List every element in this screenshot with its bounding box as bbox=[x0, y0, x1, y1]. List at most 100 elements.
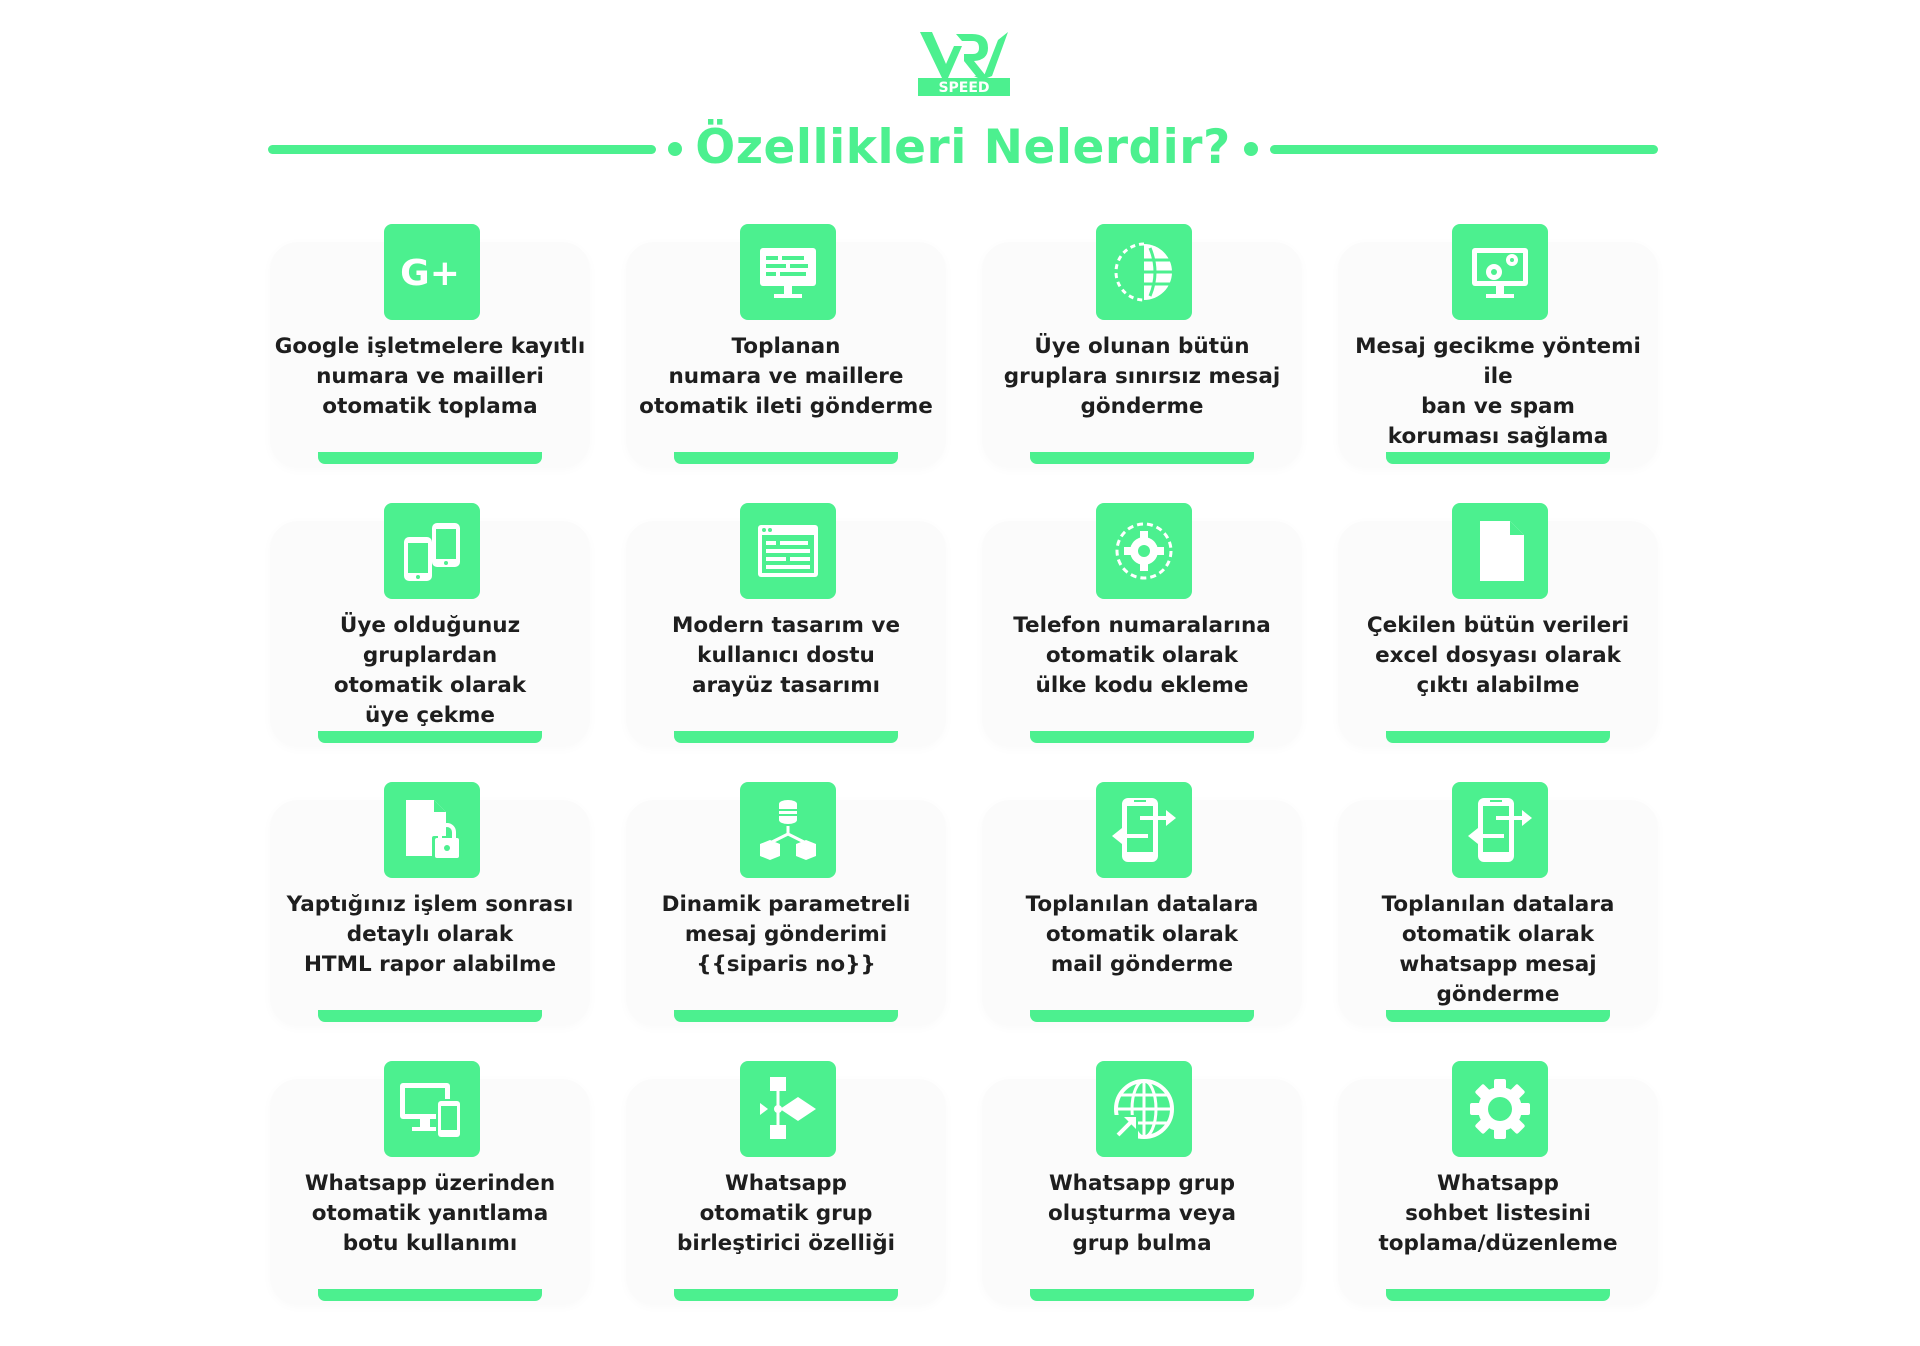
card-accent-bar bbox=[674, 731, 898, 743]
feature-line: gönderme bbox=[1080, 394, 1204, 419]
feature-line: üye çekme bbox=[365, 703, 495, 728]
logo-text: SPEED bbox=[938, 80, 989, 96]
feature-text: Toplanan numara ve maillere otomatik ile… bbox=[626, 332, 946, 422]
feature-line: Mesaj gecikme yöntemi ile bbox=[1355, 334, 1641, 389]
feature-line: birleştirici özelliği bbox=[676, 1231, 896, 1256]
feature-line: oluşturma veya bbox=[1048, 1201, 1236, 1226]
feature-line: Modern tasarım ve bbox=[671, 613, 901, 638]
feature-card: Toplanılan datalara otomatik olarak mail… bbox=[982, 770, 1302, 1028]
feature-line: ban ve spam bbox=[1421, 394, 1575, 419]
flow-diagram-icon bbox=[740, 1061, 836, 1157]
feature-line: otomatik olarak bbox=[1045, 922, 1239, 947]
feature-text: Mesaj gecikme yöntemi ile ban ve spam ko… bbox=[1338, 332, 1658, 452]
feature-line: otomatik olarak bbox=[1401, 922, 1595, 947]
feature-line: kullanıcı dostu bbox=[697, 643, 875, 668]
card-accent-bar bbox=[318, 1289, 542, 1301]
feature-line: otomatik toplama bbox=[322, 394, 538, 419]
feature-card: Whatsapp üzerinden otomatik yanıtlama bo… bbox=[270, 1049, 590, 1307]
feature-card: Modern tasarım ve kullanıcı dostu arayüz… bbox=[626, 491, 946, 749]
feature-line: ülke kodu ekleme bbox=[1035, 673, 1249, 698]
page-title: Özellikleri Nelerdir? bbox=[695, 120, 1231, 175]
feature-line: gruplara sınırsız mesaj bbox=[1003, 364, 1281, 389]
feature-card: Whatsapp grup oluşturma veya grup bulma bbox=[982, 1049, 1302, 1307]
feature-line: Üye olunan bütün bbox=[1034, 334, 1250, 359]
feature-card: Dinamik parametreli mesaj gönderimi {{si… bbox=[626, 770, 946, 1028]
title-dot-right bbox=[1244, 142, 1258, 156]
feature-card: Üye olunan bütün gruplara sınırsız mesaj… bbox=[982, 212, 1302, 470]
feature-text: Üye olunan bütün gruplara sınırsız mesaj… bbox=[982, 332, 1302, 422]
feature-line: otomatik olarak bbox=[333, 673, 527, 698]
feature-text: Whatsapp otomatik grup birleştirici özel… bbox=[626, 1169, 946, 1259]
feature-line: excel dosyası olarak bbox=[1375, 643, 1621, 668]
document-icon bbox=[1452, 503, 1548, 599]
feature-card: Telefon numaralarına otomatik olarak ülk… bbox=[982, 491, 1302, 749]
svg-text:G+: G+ bbox=[400, 253, 460, 294]
feature-card: Yaptığınız işlem sonrası detaylı olarak … bbox=[270, 770, 590, 1028]
feature-text: Telefon numaralarına otomatik olarak ülk… bbox=[982, 611, 1302, 701]
devices-icon bbox=[384, 1061, 480, 1157]
browser-window-icon bbox=[740, 503, 836, 599]
card-accent-bar bbox=[1030, 731, 1254, 743]
gear-refresh-icon bbox=[1096, 503, 1192, 599]
feature-card: Çekilen bütün verileri excel dosyası ola… bbox=[1338, 491, 1658, 749]
feature-text: Dinamik parametreli mesaj gönderimi {{si… bbox=[626, 890, 946, 980]
title-row: Özellikleri Nelerdir? bbox=[268, 112, 1658, 184]
feature-text: Whatsapp grup oluşturma veya grup bulma bbox=[982, 1169, 1302, 1259]
card-accent-bar bbox=[1030, 1289, 1254, 1301]
title-dot-left bbox=[668, 142, 682, 156]
card-accent-bar bbox=[674, 452, 898, 464]
feature-text: Üye olduğunuz gruplardan otomatik olarak… bbox=[270, 611, 590, 731]
feature-line: Çekilen bütün verileri bbox=[1366, 613, 1630, 638]
feature-line: Üye olduğunuz gruplardan bbox=[339, 613, 521, 668]
feature-line: whatsapp mesaj gönderme bbox=[1399, 952, 1597, 1007]
card-accent-bar bbox=[1386, 1010, 1610, 1022]
feature-text: Modern tasarım ve kullanıcı dostu arayüz… bbox=[626, 611, 946, 701]
logo-mark-icon: SPEED bbox=[918, 32, 1010, 96]
phone-transfer-icon bbox=[1452, 782, 1548, 878]
feature-text: Toplanılan datalara otomatik olarak what… bbox=[1338, 890, 1658, 1010]
feature-line: Google işletmelere kayıtlı bbox=[274, 334, 586, 359]
feature-text: Whatsapp üzerinden otomatik yanıtlama bo… bbox=[270, 1169, 590, 1259]
feature-line: grup bulma bbox=[1072, 1231, 1212, 1256]
feature-card: Toplanılan datalara otomatik olarak what… bbox=[1338, 770, 1658, 1028]
feature-line: otomatik ileti gönderme bbox=[639, 394, 933, 419]
feature-line: Whatsapp bbox=[1437, 1171, 1559, 1196]
database-network-icon bbox=[740, 782, 836, 878]
card-accent-bar bbox=[1030, 1010, 1254, 1022]
card-accent-bar bbox=[674, 1010, 898, 1022]
feature-line: detaylı olarak bbox=[346, 922, 514, 947]
feature-line: botu kullanımı bbox=[342, 1231, 518, 1256]
feature-line: koruması sağlama bbox=[1387, 424, 1609, 449]
feature-line: toplama/düzenleme bbox=[1378, 1231, 1618, 1256]
feature-line: Yaptığınız işlem sonrası bbox=[286, 892, 574, 917]
feature-line: otomatik olarak bbox=[1045, 643, 1239, 668]
feature-line: Whatsapp bbox=[725, 1171, 847, 1196]
globe-half-icon bbox=[1096, 224, 1192, 320]
feature-line: Whatsapp grup bbox=[1048, 1171, 1236, 1196]
monitor-settings-icon bbox=[1452, 224, 1548, 320]
feature-line: Toplanılan datalara bbox=[1025, 892, 1259, 917]
google-plus-icon: G+ bbox=[384, 224, 480, 320]
feature-line: Telefon numaralarına bbox=[1013, 613, 1271, 638]
feature-line: otomatik yanıtlama bbox=[311, 1201, 549, 1226]
feature-line: mail gönderme bbox=[1050, 952, 1234, 977]
title-divider-left bbox=[268, 145, 656, 154]
gear-icon bbox=[1452, 1061, 1548, 1157]
card-accent-bar bbox=[318, 1010, 542, 1022]
monitor-icon bbox=[740, 224, 836, 320]
feature-line: otomatik grup bbox=[699, 1201, 873, 1226]
feature-card: Mesaj gecikme yöntemi ile ban ve spam ko… bbox=[1338, 212, 1658, 470]
card-accent-bar bbox=[1386, 1289, 1610, 1301]
feature-text: Çekilen bütün verileri excel dosyası ola… bbox=[1338, 611, 1658, 701]
feature-line: numara ve mailleri bbox=[316, 364, 544, 389]
feature-line: Toplanılan datalara bbox=[1381, 892, 1615, 917]
feature-card: Üye olduğunuz gruplardan otomatik olarak… bbox=[270, 491, 590, 749]
feature-text: Google işletmelere kayıtlı numara ve mai… bbox=[270, 332, 590, 422]
document-lock-icon bbox=[384, 782, 480, 878]
card-accent-bar bbox=[318, 731, 542, 743]
dual-phones-icon bbox=[384, 503, 480, 599]
feature-line: arayüz tasarımı bbox=[691, 673, 881, 698]
feature-line: Whatsapp üzerinden bbox=[304, 1171, 556, 1196]
feature-line: Toplanan bbox=[731, 334, 841, 359]
card-accent-bar bbox=[674, 1289, 898, 1301]
